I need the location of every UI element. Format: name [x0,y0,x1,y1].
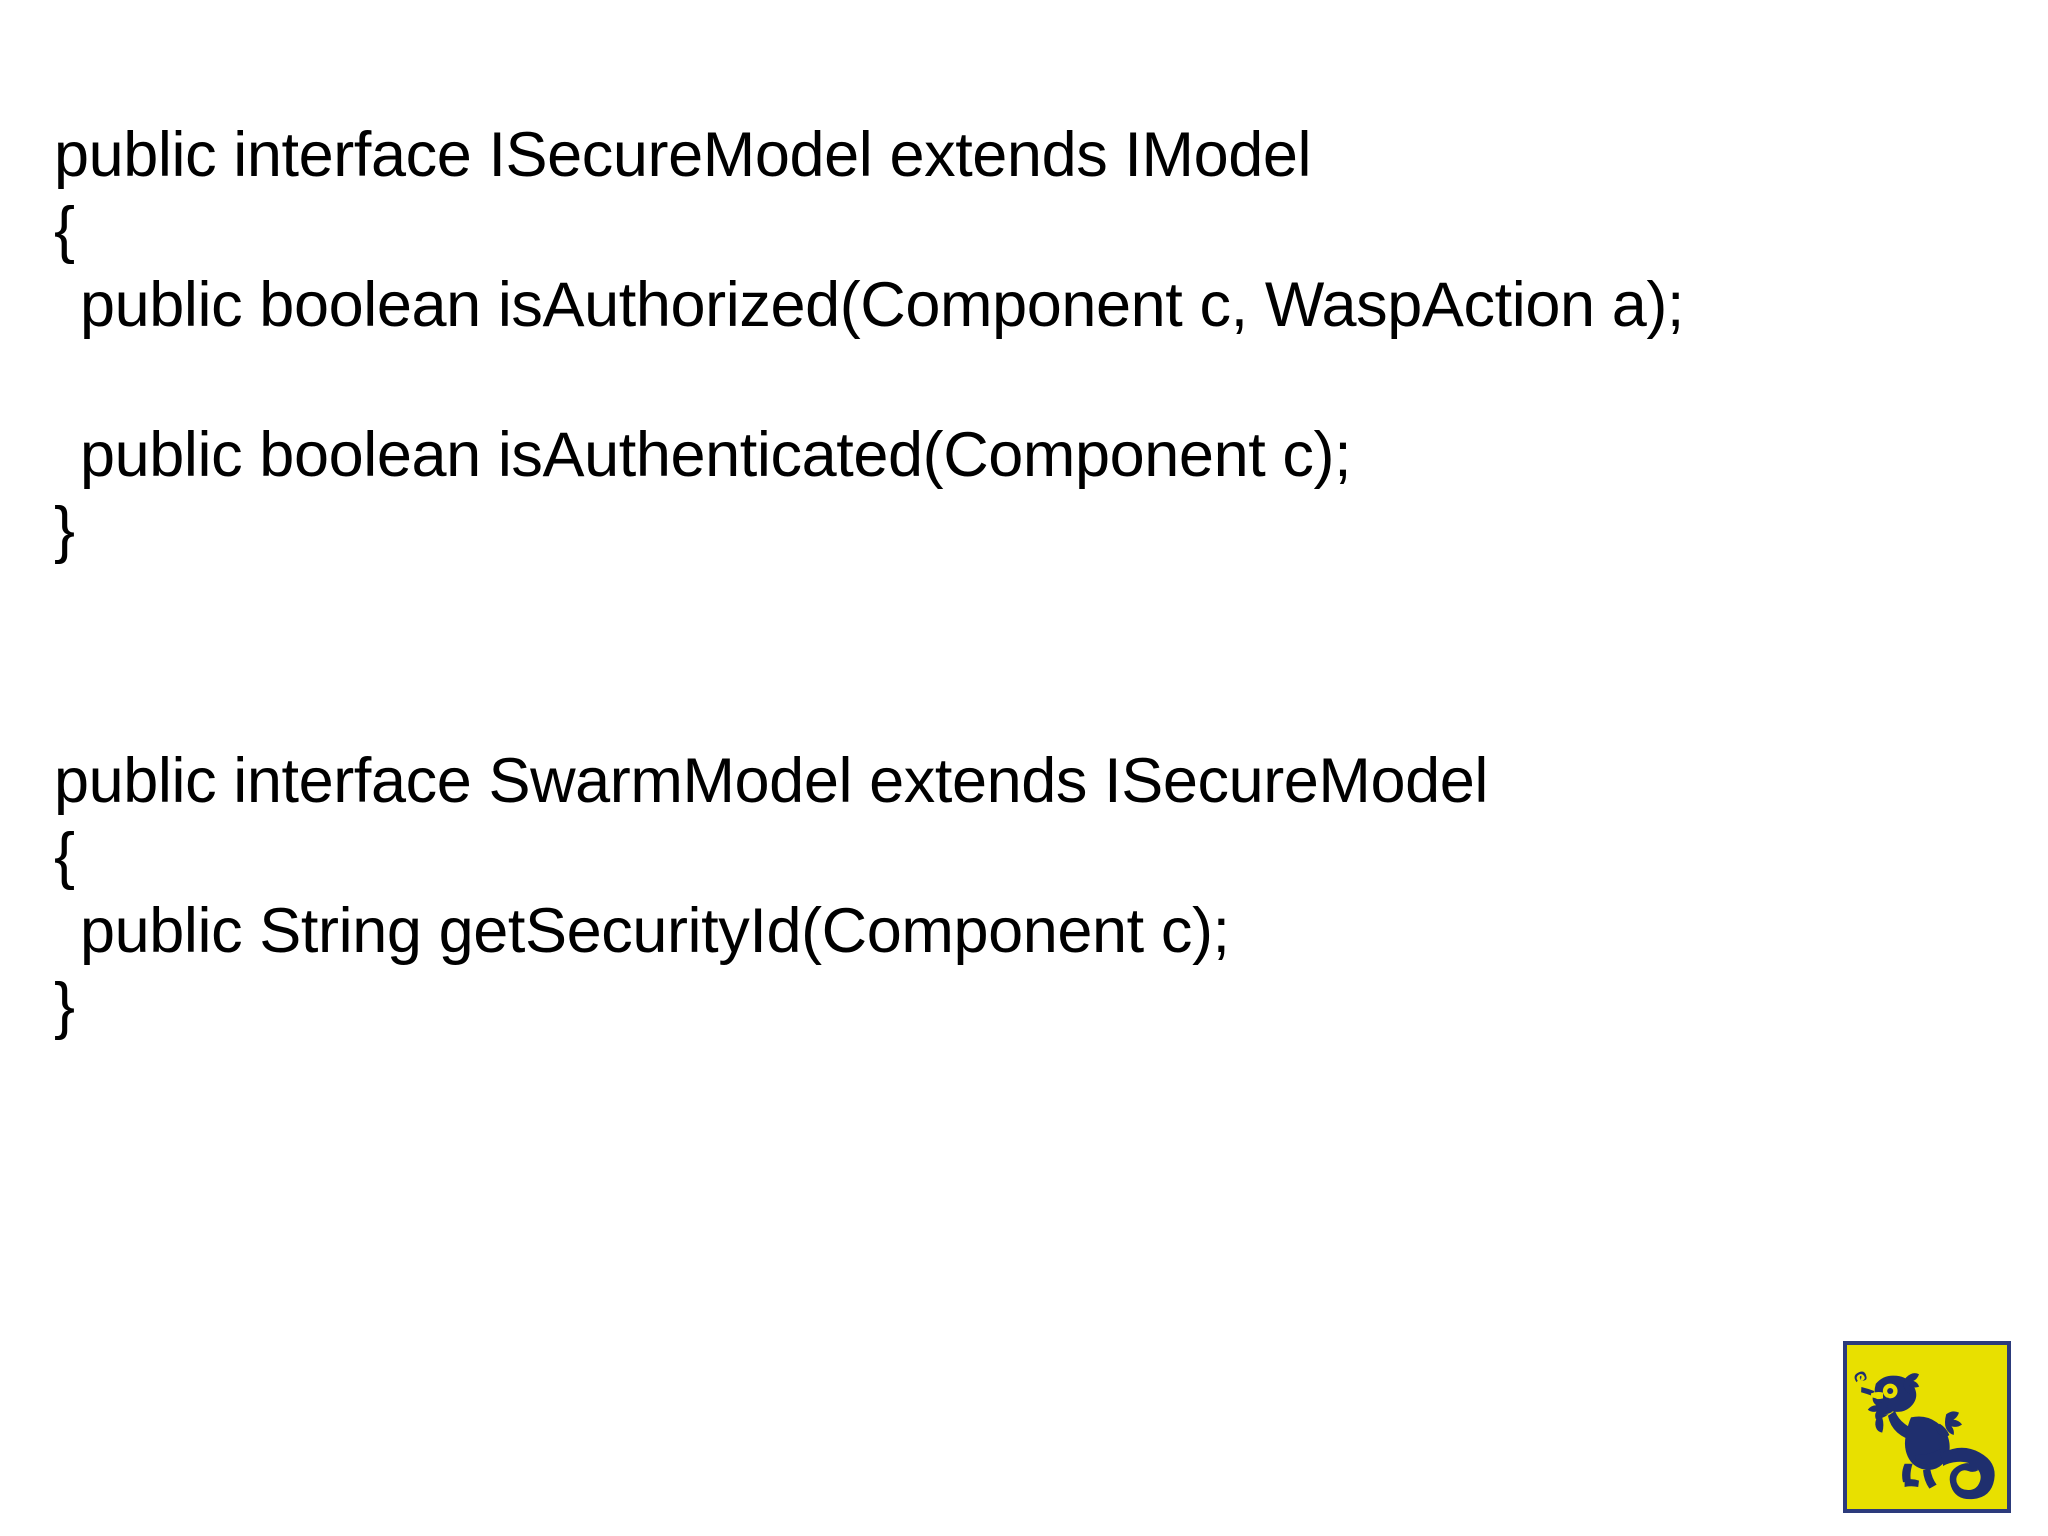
chameleon-icon [1854,1371,1995,1500]
code-line: { [54,821,75,891]
code-line: } [54,495,75,565]
code-line: public boolean isAuthenticated(Component… [80,420,1352,490]
code-block-swarmmodel: public interface SwarmModel extends ISec… [54,744,1954,1044]
code-block-isecuremodel: public interface ISecureModel extends IM… [54,118,1954,568]
chameleon-logo [1843,1341,2011,1513]
block-spacer [54,656,1954,744]
code-line: public interface ISecureModel extends IM… [54,120,1312,190]
block-spacer [54,568,1954,656]
code-line: public interface SwarmModel extends ISec… [54,746,1489,816]
code-line-blank [54,343,1954,418]
code-line: public String getSecurityId(Component c)… [80,896,1230,966]
code-line: public boolean isAuthorized(Component c,… [80,270,1685,340]
code-line: } [54,971,75,1041]
code-line: { [54,195,75,265]
code-content: public interface ISecureModel extends IM… [54,118,1954,1044]
